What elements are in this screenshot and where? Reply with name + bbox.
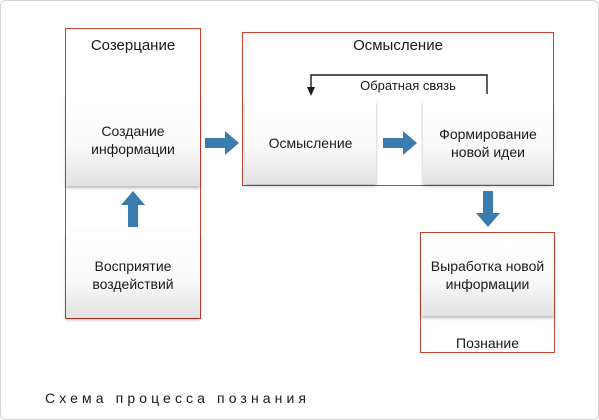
- perception-label: Восприятие воздействий: [92, 258, 174, 292]
- feedback-label: Обратная связь: [333, 78, 483, 93]
- arrow-down-icon: [476, 191, 500, 227]
- new-information-box: Выработка новой информации: [421, 233, 554, 316]
- comprehension-box-label: Осмысление: [268, 134, 353, 151]
- contemplation-title: Созерцание: [90, 37, 176, 54]
- create-information-label: Создание информации: [91, 122, 175, 157]
- new-idea-box: Формирование новой идеи: [423, 101, 553, 184]
- diagram-caption: Схема процесса познания: [45, 390, 311, 406]
- cognition-label: Познание: [456, 335, 519, 351]
- arrow-up-icon: [121, 191, 145, 227]
- new-idea-label: Формирование новой идеи: [439, 125, 537, 160]
- perception-box: Восприятие воздействий: [66, 232, 200, 318]
- arrow-right-icon: [205, 131, 239, 155]
- arrow-right-icon: [383, 131, 417, 155]
- comprehension-title: Осмысление: [353, 37, 443, 54]
- feedback-arrow: [307, 74, 488, 96]
- create-information-box: Создание информации: [66, 93, 200, 186]
- comprehension-box: Осмысление: [245, 101, 376, 184]
- new-information-label: Выработка новой информации: [430, 257, 545, 292]
